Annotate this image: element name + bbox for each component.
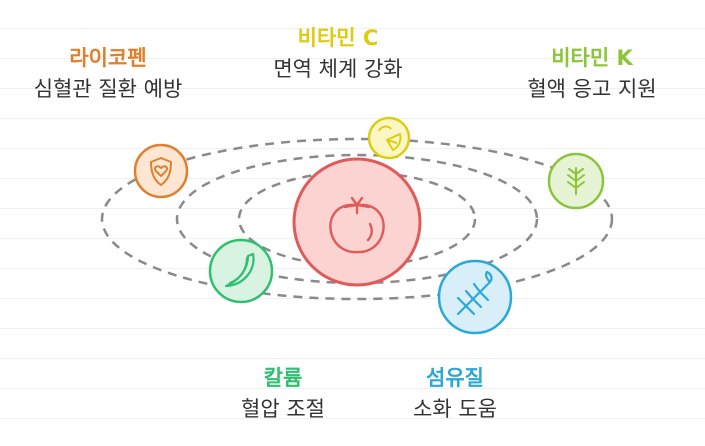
vitamin-c-node	[367, 116, 411, 160]
lemon-slice-icon	[378, 125, 402, 151]
lycopene-desc: 심혈관 질환 예방	[33, 77, 183, 101]
fiber-node	[437, 259, 513, 335]
banana-icon	[224, 252, 255, 288]
potassium-node	[208, 238, 274, 304]
vitamin-k-desc: 혈액 응고 지원	[527, 77, 657, 101]
tomato-center	[292, 157, 422, 287]
potassium-label: 칼륨 혈압 조절	[208, 365, 358, 423]
lycopene-label: 라이코펜 심혈관 질환 예방	[10, 45, 206, 103]
vitamin-k-title: 비타민 K	[551, 46, 633, 70]
leaf-sprig-icon	[567, 167, 585, 195]
vitamin-c-label: 비타민 C 면역 체계 강화	[238, 25, 438, 83]
vitamin-k-label: 비타민 K 혈액 응고 지원	[497, 45, 687, 103]
outer-orbit	[100, 137, 614, 301]
fiber-label: 섬유질 소화 도움	[380, 365, 530, 423]
lycopene-node	[133, 143, 189, 199]
potassium-desc: 혈압 조절	[241, 397, 325, 421]
heart-shield-icon	[150, 157, 172, 186]
potassium-title: 칼륨	[263, 366, 303, 390]
vitamin-k-node	[547, 152, 605, 210]
vitamin-c-title: 비타민 C	[297, 26, 379, 50]
middle-orbit	[175, 153, 539, 285]
vitamin-c-desc: 면역 체계 강화	[273, 57, 403, 81]
tomato-icon	[329, 196, 385, 254]
fiber-title: 섬유질	[426, 366, 484, 390]
wheat-icon	[456, 270, 493, 316]
lycopene-title: 라이코펜	[69, 46, 147, 70]
fiber-desc: 소화 도움	[413, 397, 497, 421]
